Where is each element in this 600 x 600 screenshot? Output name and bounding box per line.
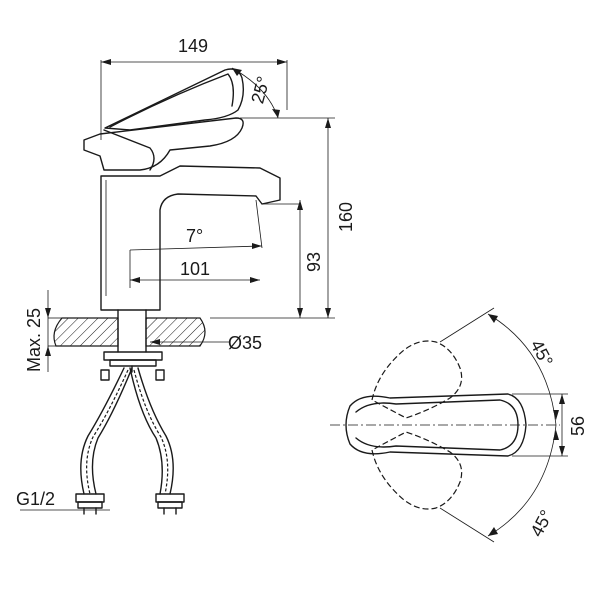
counter-deck (53, 309, 206, 353)
flexible-hose-left (80, 367, 133, 495)
angle-arc (487, 313, 557, 537)
faucet-body (100, 165, 281, 311)
lever-handle-detail (103, 129, 155, 171)
spout-angle-label: 7° (186, 226, 203, 246)
handle-width-dimension (512, 393, 568, 457)
handle-main-inner (355, 399, 519, 451)
lever-handle (83, 117, 244, 171)
flexible-hose-right (129, 367, 174, 495)
max-deck-label: Max. 25 (24, 308, 44, 372)
width-total-label: 149 (178, 36, 208, 56)
handle-main (345, 393, 527, 457)
lever-open-inner (109, 73, 235, 128)
handle-position-upper (371, 340, 463, 419)
handle-position-lower (371, 431, 463, 510)
height-total-label: 160 (336, 202, 356, 232)
handle-angle-bottom-label: 45° (526, 507, 556, 540)
handle-angle-top-label: 45° (526, 336, 556, 369)
spout-reach-label: 101 (180, 259, 210, 279)
hose-fitting-right (155, 493, 185, 515)
top-view: 45° 45° 56 (330, 307, 588, 543)
lever-open-outline (104, 68, 245, 131)
hole-diameter-label: Ø35 (228, 333, 262, 353)
width-dimension (100, 59, 288, 140)
mounting-nut (103, 351, 163, 361)
handle-width-label: 56 (568, 416, 588, 436)
hose-fitting-left (75, 493, 105, 515)
side-view: 149 25° 160 93 (16, 36, 356, 515)
spout-reach-dimension (129, 250, 260, 288)
thread-label: G1/2 (16, 489, 55, 509)
height-dimension (210, 117, 335, 319)
spout-height-label: 93 (304, 252, 324, 272)
spout-height-dimension (297, 200, 303, 318)
